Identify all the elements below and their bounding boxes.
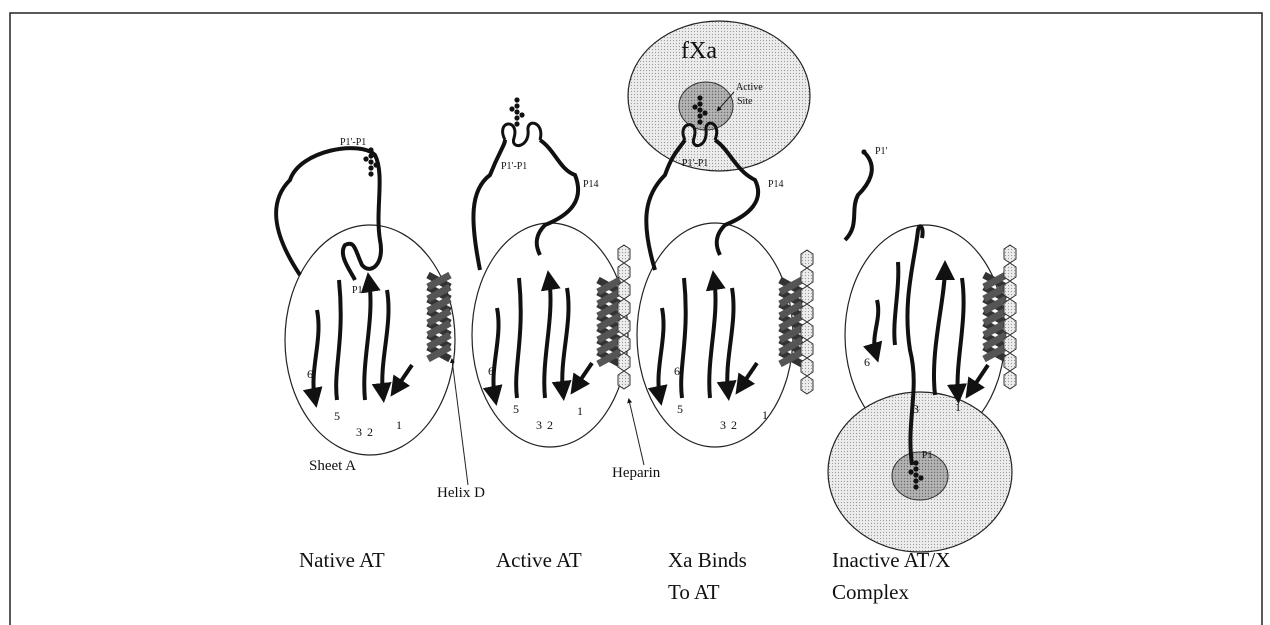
strand-1-4: 1 <box>955 400 961 414</box>
label-p1prime-p1-2: P1'-P1 <box>501 161 527 172</box>
caption-inactive-2: Complex <box>832 580 909 604</box>
label-p1prime-p1-3: P1'-P1 <box>682 158 708 169</box>
helix-d-pointer <box>452 360 468 485</box>
strand-2-2: 2 <box>547 418 553 432</box>
helix-d-1 <box>428 275 450 359</box>
caption-inactive-1: Inactive AT/X <box>832 548 950 572</box>
panel-native-at: P1'-P1 P14 6 5 3 2 1 Sheet A Helix D Nat… <box>276 137 485 572</box>
heparin-pointer <box>629 400 644 465</box>
caption-xa-binds-2: To AT <box>668 580 720 604</box>
label-p1prime-p1-1: P1'-P1 <box>340 137 366 148</box>
heparin-chain-4 <box>1004 245 1016 389</box>
label-active-site-1: Active <box>736 82 763 93</box>
strand-3-3: 3 <box>720 418 726 432</box>
reactive-loop-1 <box>276 148 381 280</box>
label-p14-3: P14 <box>768 179 784 190</box>
loop-coils-2 <box>503 123 541 145</box>
cleaved-p1prime-strand <box>845 152 872 240</box>
sheet-strand-a-4 <box>894 262 898 345</box>
label-heparin: Heparin <box>612 465 661 481</box>
sheet-a-strands-2 <box>493 278 592 398</box>
label-p14-2: P14 <box>583 179 599 190</box>
sheet-strand-c-4 <box>958 278 964 396</box>
strand-3-1: 3 <box>356 425 362 439</box>
caption-xa-binds-1: Xa Binds <box>668 548 747 572</box>
label-helix-d: Helix D <box>437 485 485 501</box>
sheet-strand-d-4 <box>970 365 988 392</box>
strand-6-2: 6 <box>488 364 494 378</box>
sheet-strand-b-4 <box>934 268 945 395</box>
reactive-loop-2 <box>473 140 578 270</box>
label-p1prime-4: P1' <box>875 146 888 157</box>
strand-2-1: 2 <box>367 425 373 439</box>
panel-xa-binds: fXa Active Site P1'-P1 P14 6 5 3 2 1 Xa … <box>628 21 813 604</box>
label-p14-1: P14 <box>352 285 368 296</box>
strand-3-4: 3 <box>913 402 919 416</box>
at-body-1 <box>285 225 455 455</box>
label-fxa: fXa <box>681 38 717 64</box>
strand-1-1: 1 <box>396 418 402 432</box>
strand-6-3: 6 <box>674 364 680 378</box>
label-sheet-a: Sheet A <box>309 458 356 474</box>
strand-1-3: 1 <box>762 408 768 422</box>
strand-6-1: 6 <box>307 367 313 381</box>
label-active-site-2: Site <box>737 96 753 107</box>
helix-d-3 <box>780 280 802 364</box>
strand-5-2: 5 <box>513 402 519 416</box>
heparin-chain-3 <box>801 250 813 394</box>
strand-5-1: 5 <box>334 409 340 423</box>
label-p1-4: P1 <box>922 450 933 461</box>
strand-3-2: 3 <box>536 418 542 432</box>
sheet-a-strands-1 <box>313 280 412 400</box>
panel-inactive-complex: P1' P1 6 3 1 Inactive AT/X Complex <box>828 146 1016 604</box>
helix-d-2 <box>598 280 620 364</box>
strand-2-3: 2 <box>731 418 737 432</box>
caption-native-at: Native AT <box>299 548 385 572</box>
strand-1-2: 1 <box>577 404 583 418</box>
strand-5-3: 5 <box>677 402 683 416</box>
p1-residues-2 <box>509 97 524 126</box>
caption-active-at: Active AT <box>496 548 582 572</box>
sheet-strand-6-4 <box>874 300 878 355</box>
p1prime-residue <box>861 149 866 154</box>
helix-d-4 <box>984 275 1006 359</box>
sheet-a-strands-3 <box>658 278 757 398</box>
strand-6-4: 6 <box>864 355 870 369</box>
fxa-active-site <box>679 82 733 130</box>
panel-active-at: P1'-P1 P14 6 5 3 2 1 Heparin Active AT <box>472 97 661 572</box>
